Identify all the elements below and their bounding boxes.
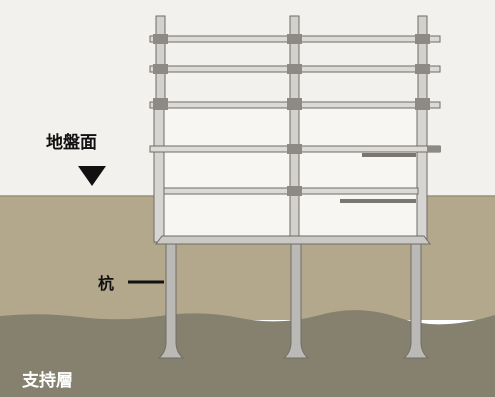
clamp [287, 186, 302, 196]
pile [157, 243, 185, 359]
bearing-layer-label: 支持層 [22, 371, 73, 391]
pit-struts [340, 153, 416, 203]
ground-marker-triangle [78, 166, 106, 186]
clamp [153, 98, 168, 110]
clamp [415, 98, 430, 110]
clamp [427, 146, 441, 152]
piles [157, 243, 430, 359]
scaffold-post [417, 15, 428, 109]
pit-wall-left [153, 101, 165, 243]
clamp [287, 98, 302, 110]
pile-label: 杭 [98, 274, 115, 293]
pit-wall-right [416, 101, 428, 243]
scaffold-clamps [153, 34, 441, 196]
clamp [153, 64, 168, 74]
pile [402, 243, 430, 359]
clamp [153, 34, 168, 44]
strut [362, 153, 416, 157]
scaffold-post [155, 15, 166, 109]
clamp [287, 64, 302, 74]
clamp [287, 34, 302, 44]
clamp [415, 34, 430, 44]
scaffold-post [289, 15, 300, 245]
base-slab [155, 235, 431, 245]
clamp [287, 144, 302, 154]
pile [282, 243, 310, 359]
clamp [415, 64, 430, 74]
ground-surface-label: 地盤面 [46, 133, 97, 153]
strut [340, 199, 416, 203]
bearing-layer [0, 310, 495, 397]
